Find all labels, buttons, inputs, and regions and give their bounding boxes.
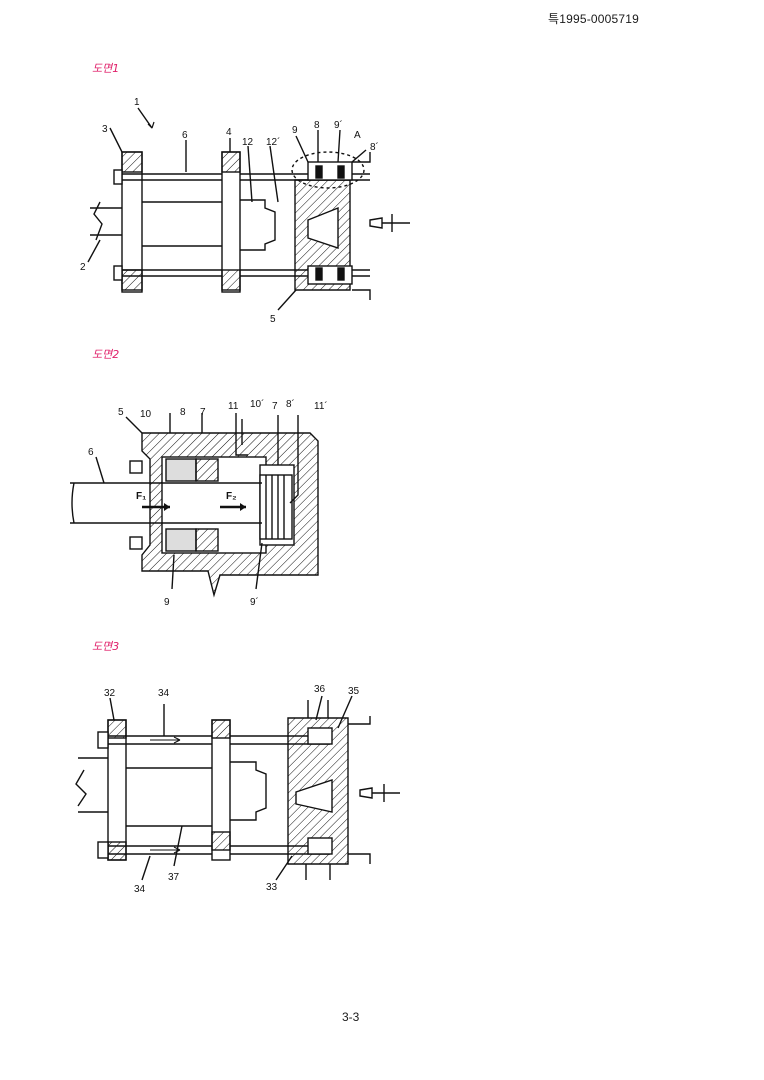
fig2-label-5: 5	[118, 407, 124, 418]
fig1-label-12: 12	[242, 137, 254, 148]
fig1-label-12-prime: 12´	[266, 136, 280, 148]
figure-3-drawing: 32 34 36 35 37 34 33	[70, 680, 420, 900]
fig2-label-7: 7	[200, 407, 206, 418]
fig3-label-32: 32	[104, 688, 116, 699]
fig2-label-8-prime: 8´	[286, 398, 295, 410]
fig1-label-3: 3	[102, 124, 108, 135]
fig2-label-9-prime: 9´	[250, 596, 259, 608]
fig1-label-9: 9	[292, 125, 298, 136]
fig2-label-7-second: 7	[272, 401, 278, 412]
figure-1-drawing: 1 3 6 4 12 12´ 9 8 9´ A 8´ 2 5	[70, 90, 430, 330]
fig1-label-5: 5	[270, 314, 276, 325]
fig1-label-9-prime: 9´	[334, 119, 343, 131]
fig3-label-33: 33	[266, 882, 278, 893]
fig1-label-2: 2	[80, 262, 86, 273]
fig2-label-10: 10	[140, 409, 152, 420]
fig3-label-36: 36	[314, 684, 326, 695]
fig2-label-11-prime: 11´	[314, 400, 328, 412]
fig1-label-4: 4	[226, 127, 232, 138]
figure-2-caption: 도면2	[92, 348, 120, 361]
page-number: 3-3	[342, 1010, 360, 1024]
fig3-label-34-top: 34	[158, 688, 170, 699]
fig2-label-8: 8	[180, 407, 186, 418]
fig1-label-8: 8	[314, 120, 320, 131]
figure-2-drawing: 5 10 8 7 11 10´ 7 8´ 11´ 6 F₁ F₂ 9 9´	[70, 395, 360, 615]
fig3-label-35: 35	[348, 686, 360, 697]
fig2-label-6: 6	[88, 447, 94, 458]
fig2-label-F1: F₁	[136, 491, 146, 502]
fig3-label-37: 37	[168, 872, 180, 883]
fig2-label-F2: F₂	[226, 491, 237, 502]
fig1-label-A: A	[354, 130, 361, 141]
fig2-label-9: 9	[164, 597, 170, 608]
figure-1-caption: 도면1	[92, 62, 120, 75]
fig3-label-34-bottom: 34	[134, 884, 146, 895]
fig2-label-11: 11	[228, 401, 239, 412]
fig2-label-10-prime: 10´	[250, 398, 264, 410]
document-number: 특1995-0005719	[548, 12, 640, 26]
fig1-label-6: 6	[182, 130, 188, 141]
figure-3-caption: 도면3	[92, 640, 120, 653]
fig1-label-8-prime: 8´	[370, 141, 379, 153]
fig1-label-1: 1	[134, 97, 140, 108]
